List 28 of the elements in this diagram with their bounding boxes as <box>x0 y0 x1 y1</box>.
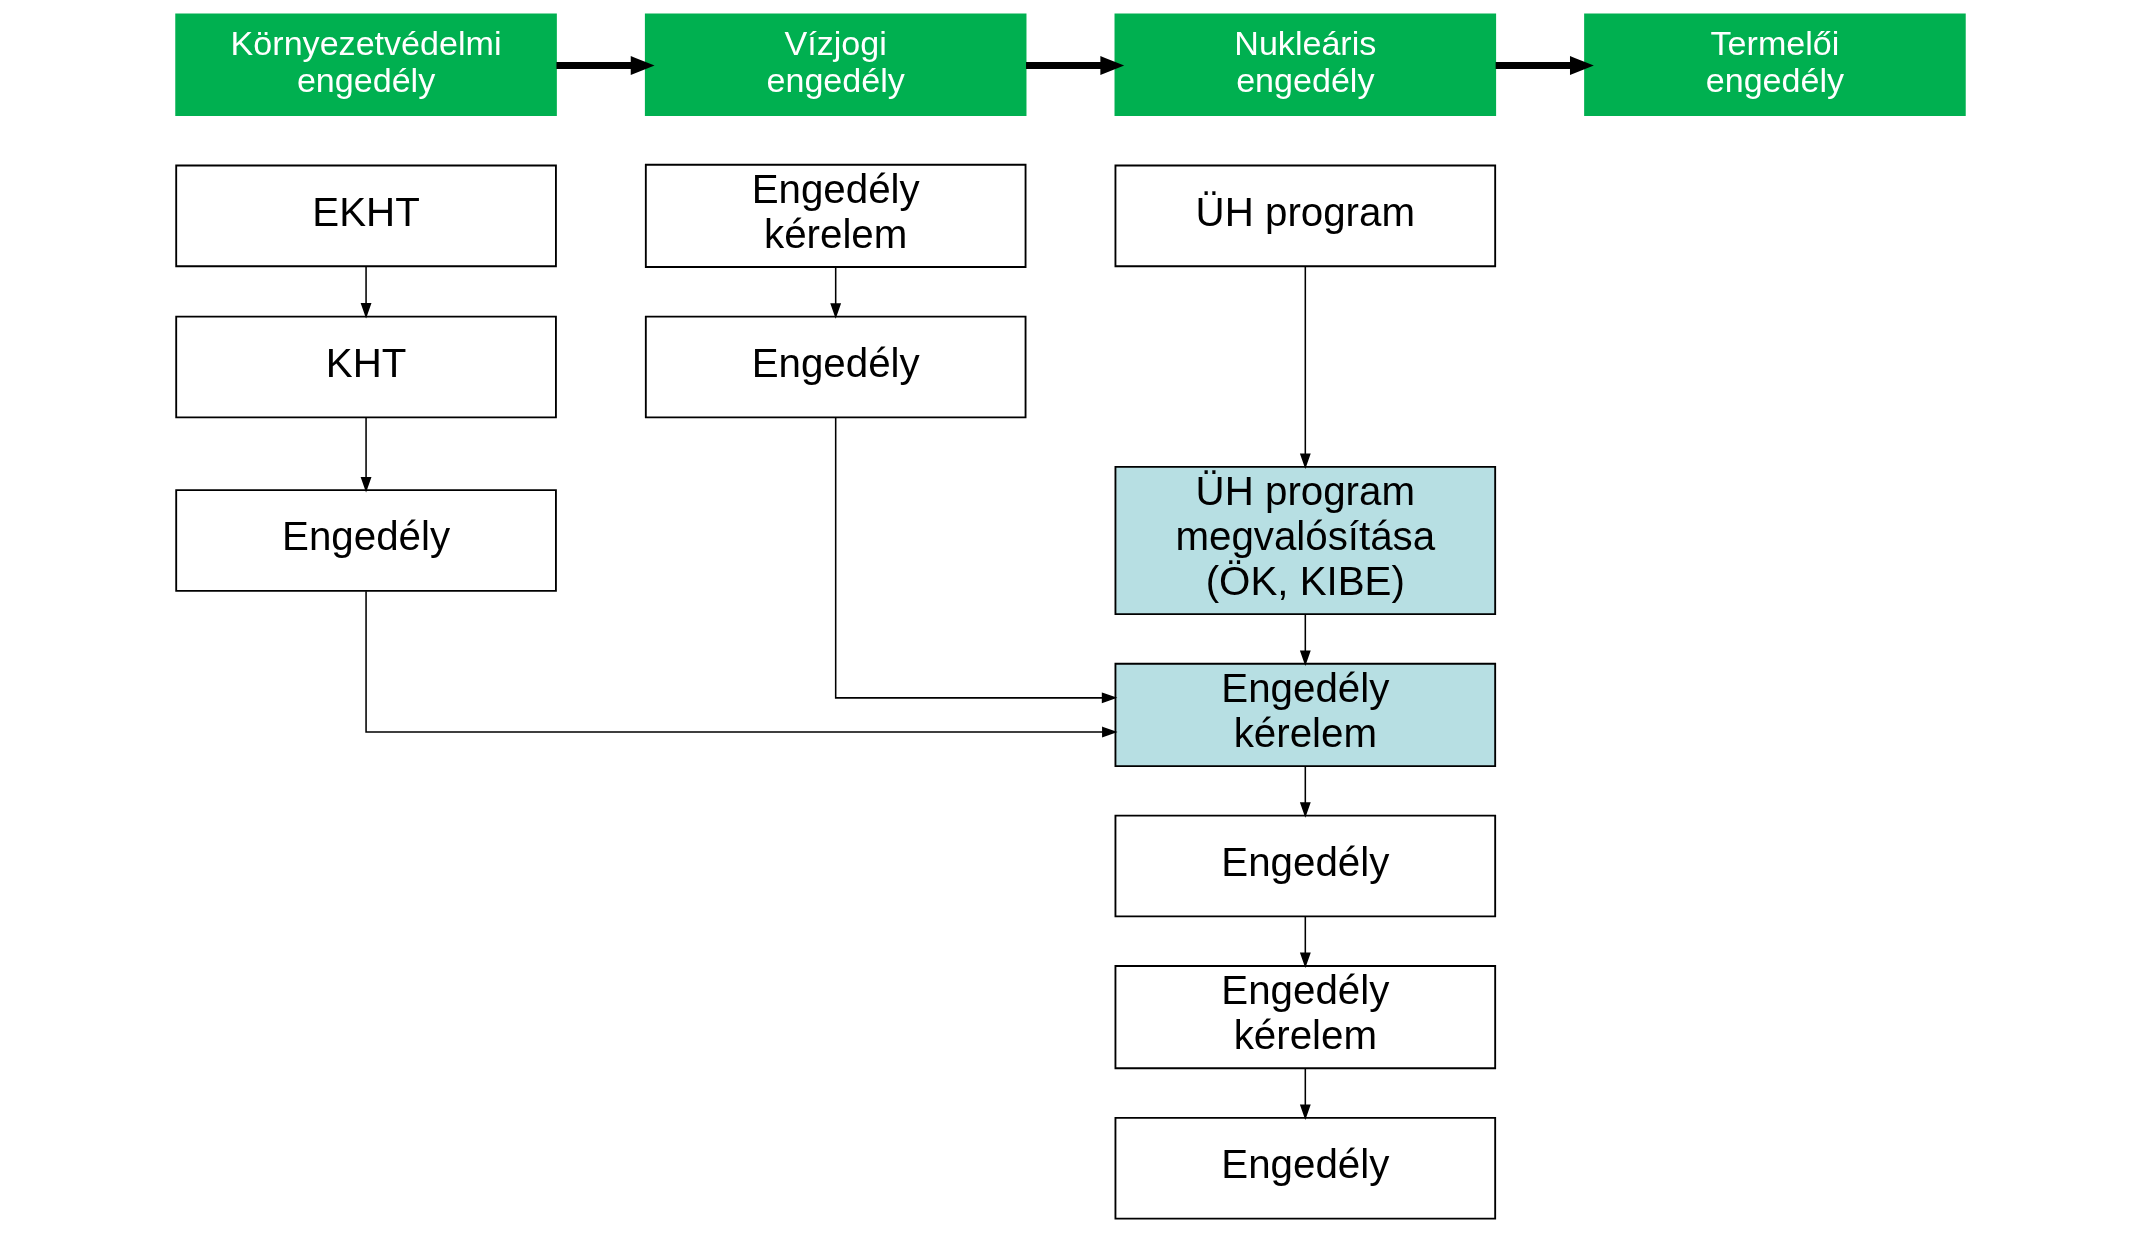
node-box: Vízjogi engedély <box>644 13 1026 117</box>
arrow <box>1299 765 1311 818</box>
arrow <box>1299 613 1311 666</box>
node-box: Termelői engedély <box>1583 13 1966 117</box>
arrow <box>1495 56 1594 75</box>
arrow <box>555 56 655 75</box>
node-box: EKHT <box>174 164 557 268</box>
node-box: ÜH program megvalósítása (ÖK, KIBE) <box>1114 466 1496 616</box>
arrow <box>834 417 1117 704</box>
node-box: Nukleáris engedély <box>1114 13 1496 117</box>
node-box: ÜH program <box>1114 164 1496 268</box>
node-box: Engedély <box>1114 814 1496 918</box>
node-box: Engedély kérelem <box>644 163 1026 268</box>
arrow <box>1299 265 1311 469</box>
arrow <box>360 265 371 319</box>
arrow <box>364 590 1118 738</box>
node-box: Engedély <box>174 489 557 592</box>
node-box: KHT <box>174 315 557 419</box>
arrow <box>360 416 371 493</box>
node-box: Engedély <box>1114 1116 1496 1220</box>
node-box: Engedély kérelem <box>1114 965 1496 1070</box>
node-box: Engedély <box>644 315 1026 419</box>
arrow <box>829 266 841 319</box>
arrow <box>1025 56 1124 75</box>
arrow <box>1299 916 1311 969</box>
node-box: Engedély kérelem <box>1114 662 1496 767</box>
node-box: Környezetvédelmi engedély <box>174 13 557 117</box>
arrow <box>1299 1067 1311 1121</box>
